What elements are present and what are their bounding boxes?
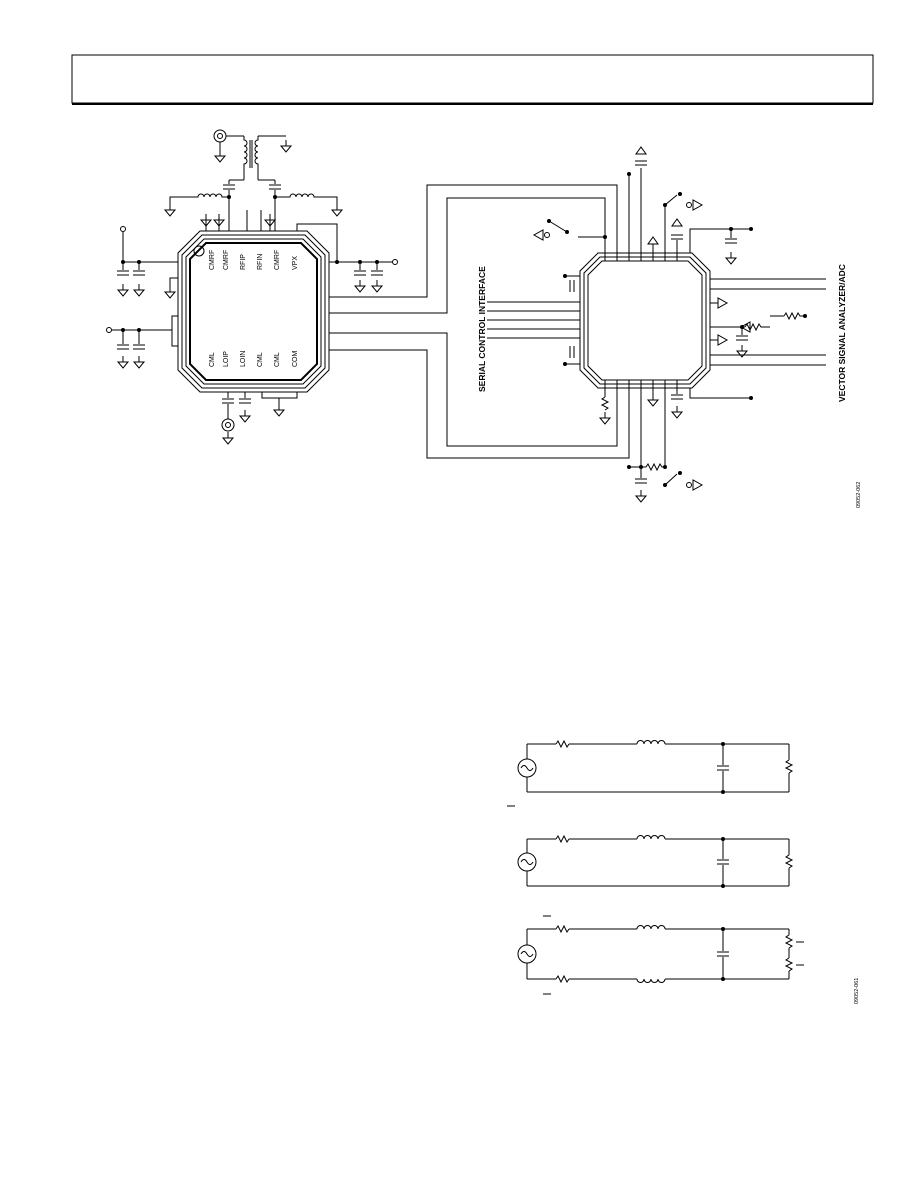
chip1-pin-bottom-3: LOIN — [240, 351, 247, 367]
left-supply-network — [106, 226, 179, 369]
chip1-pin-top-3: RFIP — [240, 254, 247, 270]
chip1-pin-top-1: CMRF — [209, 250, 216, 270]
vector-signal-analyzer-label: VECTOR SIGNAL ANALYZER/ADC — [837, 264, 847, 402]
header-frame — [71, 54, 874, 105]
figure-1: CMRF CMRF RFIP RFIN CMRF VPX CML LOIP LO… — [106, 129, 862, 508]
rf-input-network — [164, 129, 343, 231]
serial-control-interface-label: SERIAL CONTROL INTERFACE — [477, 266, 487, 392]
chip1-pin-top-2: CMRF — [223, 250, 230, 270]
chip-1: CMRF CMRF RFIP RFIN CMRF VPX CML LOIP LO… — [177, 230, 330, 393]
chip1-pin-bottom-2: LOIP — [223, 351, 230, 367]
circuit-c — [517, 915, 804, 995]
circuit-b — [517, 834, 794, 888]
chip-2: SERIAL CONTROL INTERFACE — [477, 146, 847, 503]
vpx-supply — [296, 223, 398, 293]
chip1-pin-bottom-6: COM — [292, 351, 299, 368]
chip1-pin-top-4: RFIN — [257, 254, 264, 270]
signal-buses — [329, 184, 630, 459]
chip1-pin-bottom-1: CML — [209, 352, 216, 367]
chip1-pin-bottom-4: CML — [257, 352, 264, 367]
chip1-pin-bottom-5: CML — [274, 352, 281, 367]
figure-2-id: 09052-061 — [854, 978, 860, 1004]
figure-2: 09052-061 — [507, 739, 860, 1004]
circuit-a — [507, 739, 794, 807]
chip1-pin-top-5: CMRF — [274, 250, 281, 270]
lo-input-network — [221, 392, 298, 445]
figure-1-id: 09052-062 — [856, 482, 862, 508]
chip1-pin-top-6: VPX — [292, 256, 299, 270]
